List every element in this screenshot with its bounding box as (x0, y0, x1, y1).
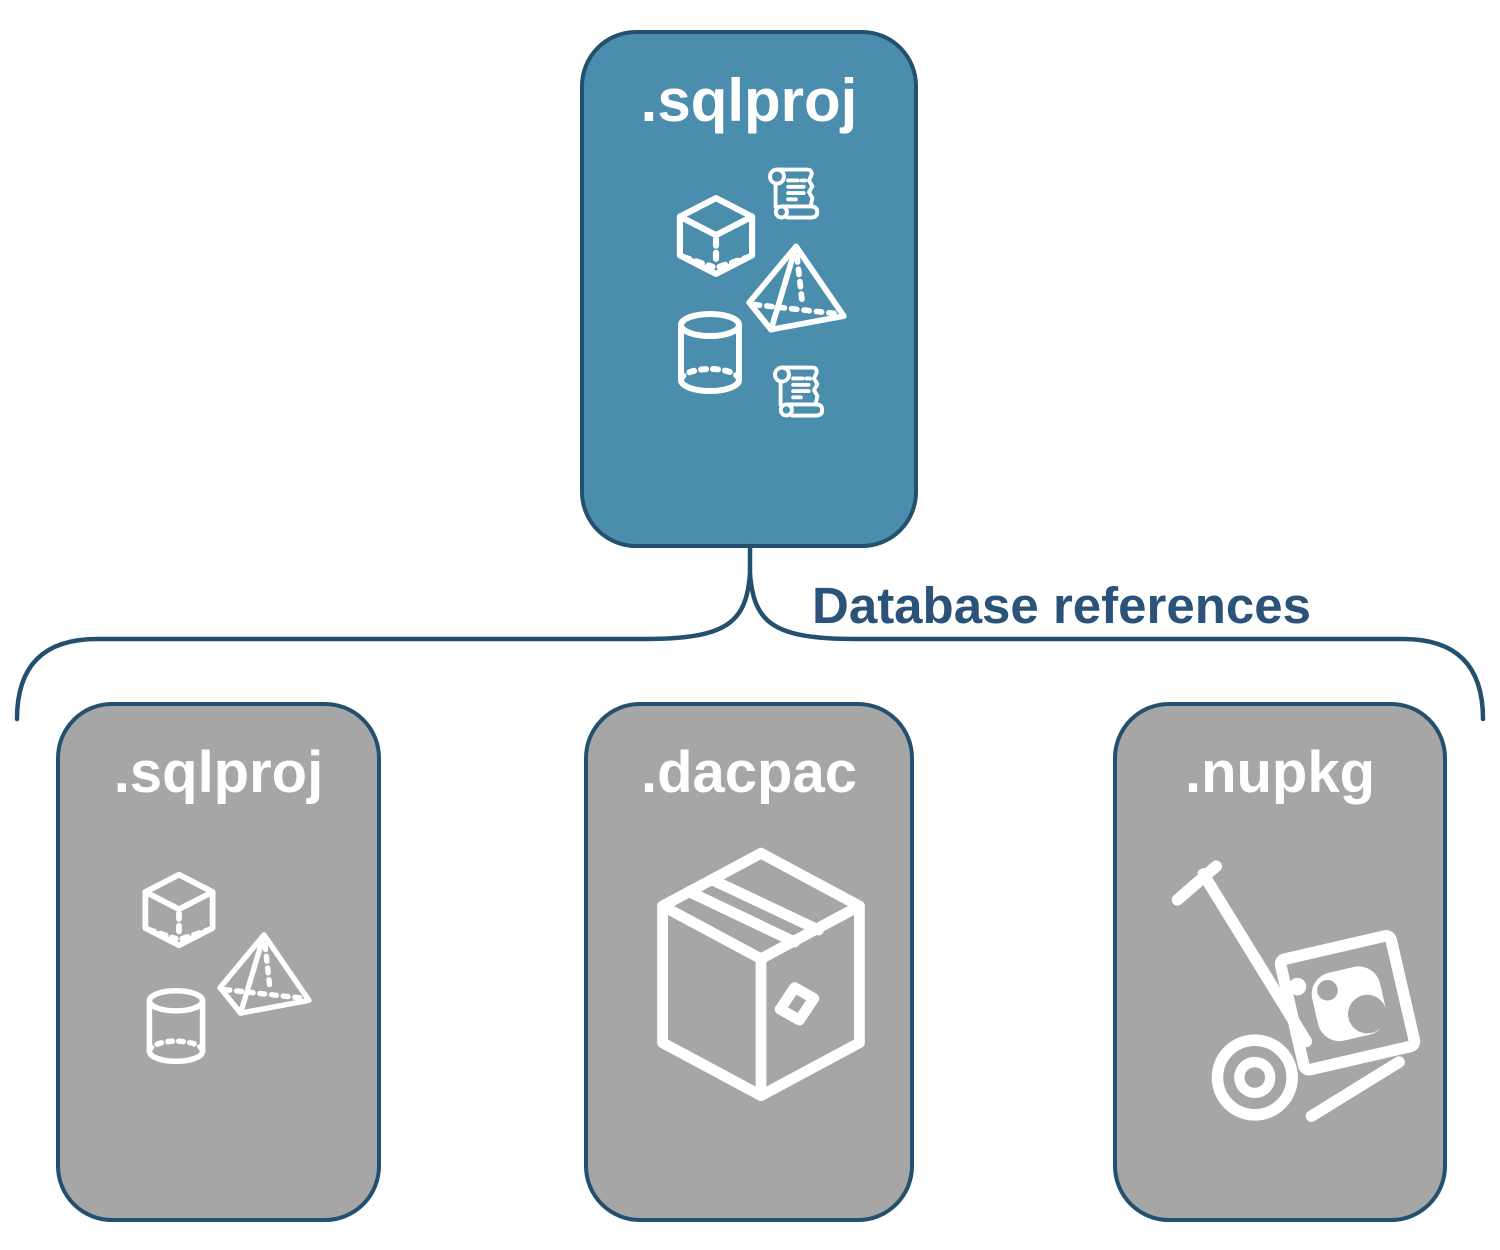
cube-icon (138, 869, 220, 951)
child-node-label: .dacpac (641, 740, 857, 805)
scroll-icon (762, 164, 824, 226)
child-node-label: .sqlproj (113, 740, 324, 805)
hand-truck-package-icon (1167, 856, 1425, 1129)
package-box-icon (641, 841, 881, 1115)
top-node-label: .sqlproj (640, 67, 858, 134)
child-node-label: .nupkg (1184, 740, 1376, 805)
connector-label: Database references (812, 577, 1311, 634)
child-node-sqlproj: .sqlproj (56, 702, 381, 1222)
cylinder-icon (674, 310, 746, 396)
pyramid-icon (215, 931, 313, 1017)
top-node-sqlproj: .sqlproj (580, 30, 918, 548)
child-node-nupkg: .nupkg (1113, 702, 1447, 1222)
child-node-dacpac: .dacpac (584, 702, 914, 1222)
cylinder-icon (143, 987, 209, 1066)
pyramid-icon (744, 242, 848, 334)
scroll-icon (767, 362, 829, 424)
